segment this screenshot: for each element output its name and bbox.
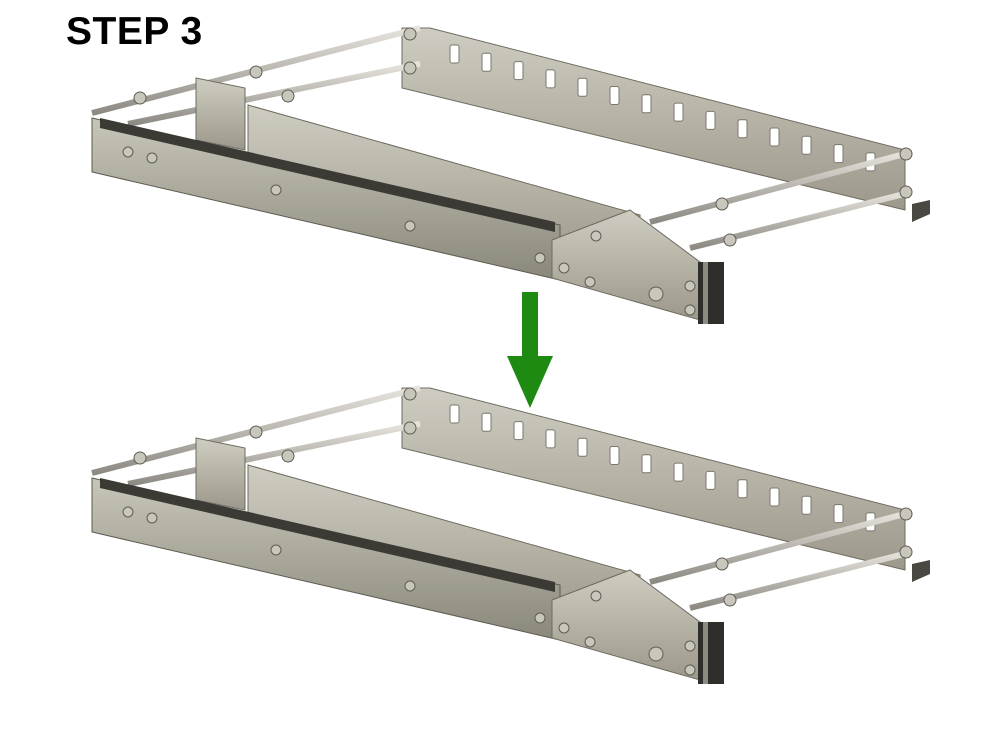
- assembly-before: [0, 0, 1000, 380]
- assembly-after: [0, 370, 1000, 750]
- step-title: STEP 3: [66, 10, 203, 53]
- down-arrow-icon: [505, 292, 555, 415]
